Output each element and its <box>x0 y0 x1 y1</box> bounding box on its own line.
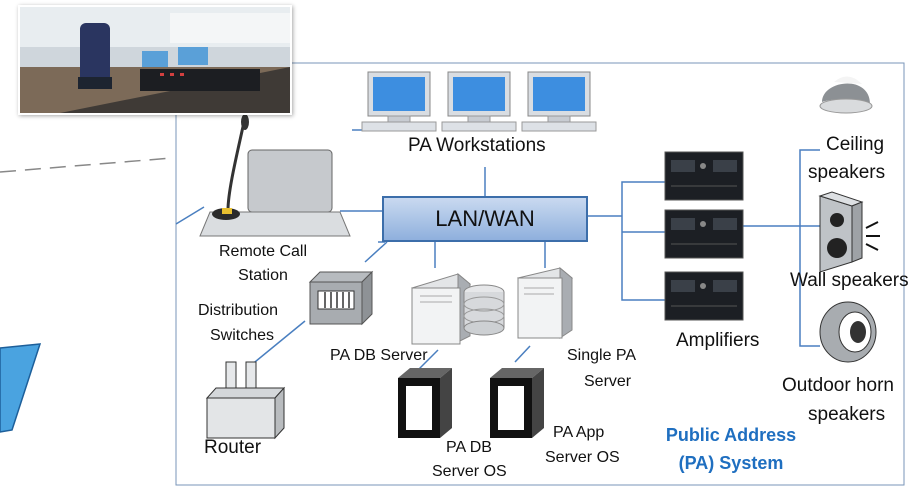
remote-call-label-line2: Station <box>238 267 288 284</box>
single-pa-server-icon <box>516 266 574 339</box>
ceiling-speakers-label-line2: speakers <box>808 162 886 183</box>
lan-wan-label: LAN/WAN <box>435 206 535 231</box>
app-server-os-icon <box>490 368 544 438</box>
link-remote-left <box>175 206 205 225</box>
arrow-shape <box>0 343 42 433</box>
link-amps-bus <box>621 181 665 301</box>
caption-line2: (PA) System <box>678 453 784 473</box>
db-os-label-line1: PA DB <box>446 439 492 456</box>
single-pa-label-line2: Server <box>584 373 632 390</box>
workstations-icon <box>361 71 597 132</box>
router-label: Router <box>204 437 262 458</box>
remote-call-label-line1: Remote Call <box>218 243 308 260</box>
remote-call-station-icon <box>199 114 351 237</box>
distribution-label-line1: Distribution <box>198 302 279 319</box>
amplifier-icon <box>664 271 744 321</box>
wall-speakers-label: Wall speakers <box>790 270 909 291</box>
dashed-connector <box>0 157 173 173</box>
lan-wan-hub: LAN/WAN <box>382 196 588 242</box>
link-speaker-bus <box>799 149 820 347</box>
diagram-frame <box>175 62 905 486</box>
db-server-label: PA DB Server <box>330 347 428 364</box>
db-server-icon <box>410 272 472 345</box>
workstations-label: PA Workstations <box>408 135 546 156</box>
distribution-switch-icon <box>308 270 374 326</box>
db-os-label-line2: Server OS <box>432 463 507 480</box>
horn-speaker-icon <box>819 301 877 363</box>
outdoor-horn-label-line2: speakers <box>808 404 886 425</box>
caption-line1: Public Address <box>665 425 797 445</box>
amplifier-icon <box>664 151 744 201</box>
ceiling-speakers-label-line1: Ceiling <box>826 134 885 155</box>
db-server-os-icon <box>398 368 452 438</box>
distribution-label-line2: Switches <box>210 327 275 344</box>
link-dbos <box>417 349 439 371</box>
router-icon <box>205 361 286 440</box>
app-os-label-line2: Server OS <box>545 449 620 466</box>
wall-speaker-icon <box>818 191 880 273</box>
link-router-switch <box>249 320 306 367</box>
amplifiers-label: Amplifiers <box>676 330 760 351</box>
ceiling-speaker-icon <box>819 76 873 114</box>
single-pa-label-line1: Single PA <box>567 347 637 364</box>
outdoor-horn-label-line1: Outdoor horn <box>782 375 894 396</box>
amplifier-icon <box>664 209 744 259</box>
control-room-photo <box>18 5 292 115</box>
link-appos <box>514 345 531 363</box>
link-distribution-lan-b <box>364 241 388 263</box>
app-os-label-line1: PA App <box>553 424 605 441</box>
database-icon <box>463 284 505 336</box>
